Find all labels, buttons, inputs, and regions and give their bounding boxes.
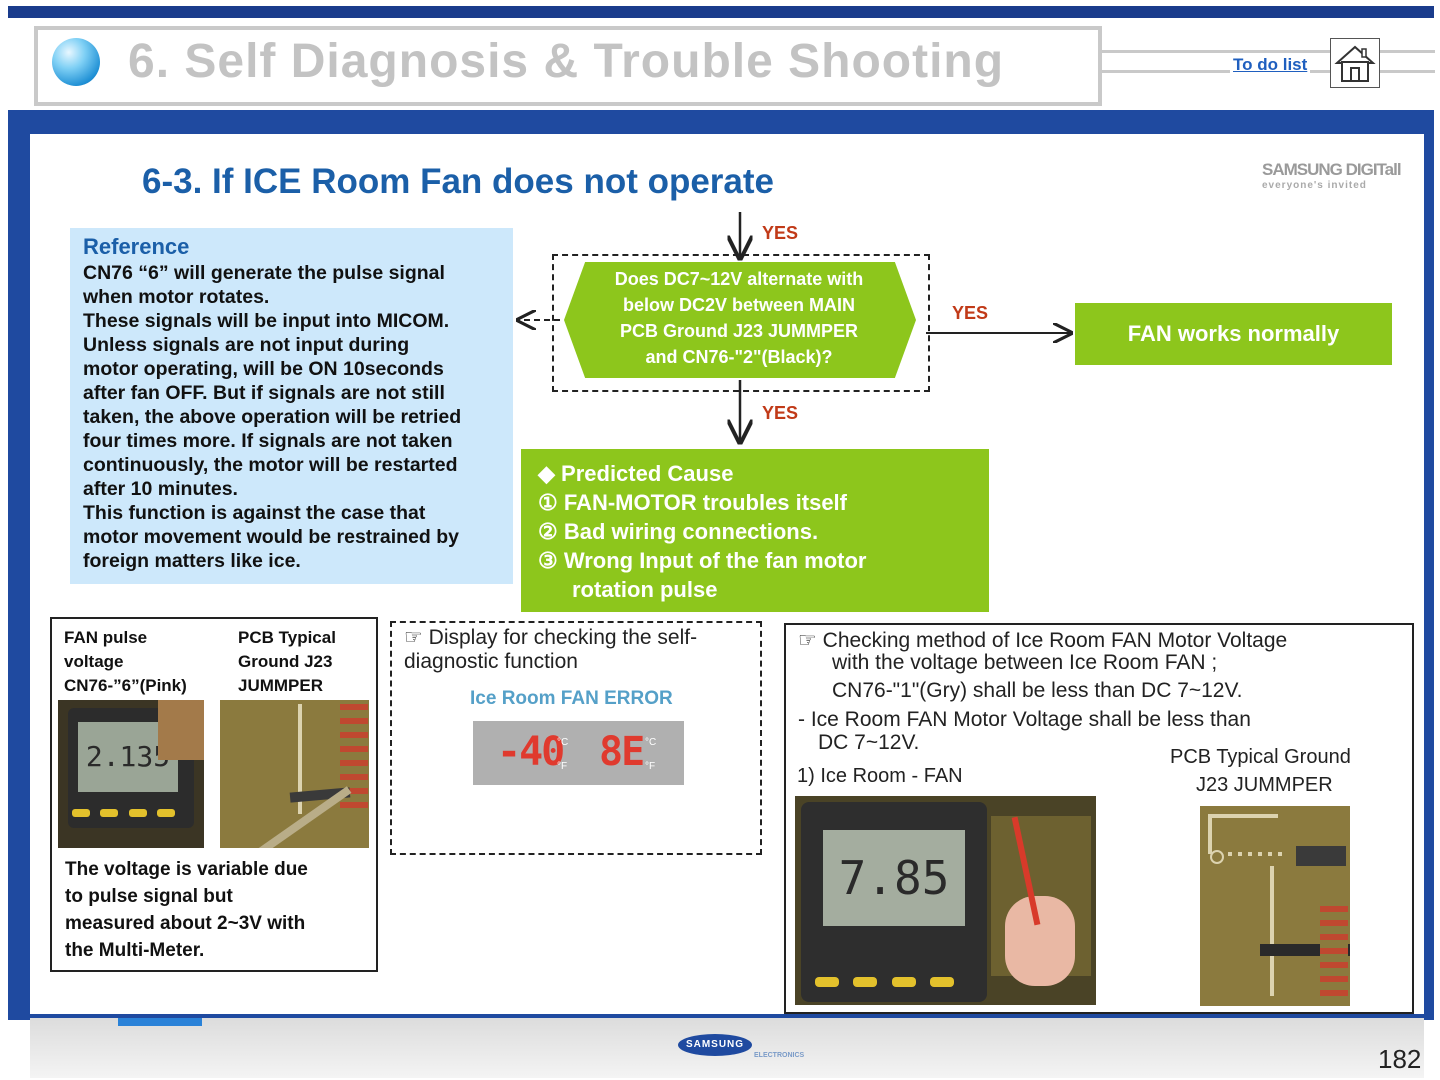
predicted-item: ① FAN-MOTOR troubles itself bbox=[538, 490, 847, 515]
section-title: 6-3. If ICE Room Fan does not operate bbox=[142, 162, 775, 201]
error-label: Ice Room FAN ERROR bbox=[470, 688, 673, 709]
samsung-logo: SAMSUNG bbox=[678, 1034, 752, 1056]
check-line: CN76-"1"(Gry) shall be less than DC 7~12… bbox=[832, 679, 1243, 702]
home-button[interactable] bbox=[1330, 38, 1380, 88]
predicted-cause-box bbox=[521, 449, 989, 612]
reference-line: after fan OFF. But if signals are not st… bbox=[83, 382, 445, 404]
fan-normal-box: FAN works normally bbox=[1075, 303, 1392, 365]
reference-line: taken, the above operation will be retri… bbox=[83, 406, 462, 428]
yes-label-right: YES bbox=[952, 303, 989, 323]
pcb-photo bbox=[220, 700, 369, 848]
pulse-heading-line: voltage bbox=[64, 652, 124, 671]
pulse-note: The voltage is variable due to pulse sig… bbox=[65, 856, 308, 964]
reference-line: motor operating, will be ON 10seconds bbox=[83, 358, 444, 380]
reference-line: continuously, the motor will be restarte… bbox=[83, 454, 458, 476]
reference-text: CN76 “6” will generate the pulse signal … bbox=[83, 261, 515, 573]
lcd-unit-f: °F bbox=[645, 761, 656, 772]
check-line: with the voltage between Ice Room FAN ; bbox=[832, 651, 1218, 674]
globe-icon bbox=[52, 38, 100, 86]
reference-heading: Reference bbox=[83, 234, 190, 259]
check-line: DC 7~12V. bbox=[818, 731, 920, 754]
lcd-left-digits: -40 bbox=[497, 729, 565, 775]
pulse-note-line: to pulse signal but bbox=[65, 886, 233, 907]
decision-line: Does DC7~12V alternate with bbox=[614, 269, 864, 289]
brand-logo: SAMSUNG DIGITall bbox=[1262, 160, 1402, 179]
reference-box bbox=[70, 228, 513, 584]
reference-line: These signals will be input into MICOM. bbox=[83, 310, 450, 332]
pcb-heading-line: JUMMPER bbox=[238, 676, 324, 695]
title-frame bbox=[34, 26, 1102, 106]
page-title: 6. Self Diagnosis & Trouble Shooting bbox=[128, 35, 1005, 88]
yes-label-top: YES bbox=[762, 223, 799, 243]
display-check-line: ☞ Display for checking the self- bbox=[404, 626, 698, 649]
lcd-right-digits: 8E bbox=[599, 729, 645, 775]
predicted-heading: ◆ Predicted Cause bbox=[538, 461, 734, 486]
decision-line: below DC2V between MAIN bbox=[622, 295, 856, 315]
todo-list-link[interactable]: To do list bbox=[1230, 55, 1311, 75]
header-top-band bbox=[8, 6, 1434, 18]
reference-line: This function is against the case that bbox=[83, 502, 426, 524]
decision-node bbox=[564, 262, 916, 378]
predicted-item: ② Bad wiring connections. bbox=[538, 519, 819, 544]
error-display-panel: -40 °C °F 8E °C °F bbox=[473, 721, 684, 785]
display-check-line: diagnostic function bbox=[404, 650, 578, 673]
reference-line: when motor rotates. bbox=[83, 286, 270, 308]
check-line: - Ice Room FAN Motor Voltage shall be le… bbox=[798, 708, 1251, 731]
pcb-photo-label: J23 JUMMPER bbox=[1196, 774, 1333, 796]
meter-display: 7.85 bbox=[823, 830, 965, 926]
pcb-ground-heading: PCB Typical Ground J23 JUMMPER bbox=[238, 626, 336, 698]
pulse-heading-line: CN76-”6”(Pink) bbox=[64, 676, 187, 695]
display-check-text: ☞ Display for checking the self- diagnos… bbox=[404, 626, 697, 674]
yes-label-bottom: YES bbox=[762, 403, 799, 423]
page-number: 182 bbox=[1378, 1044, 1422, 1074]
meter-buttons bbox=[815, 974, 985, 987]
predicted-item: ③ Wrong Input of the fan motor bbox=[538, 548, 867, 573]
ice-fan-meter-photo: 7.85 bbox=[795, 796, 1096, 1005]
lcd-unit-c: °C bbox=[645, 737, 657, 748]
reference-line: foreign matters like ice. bbox=[83, 550, 301, 572]
decision-frame bbox=[552, 254, 930, 392]
reference-line: CN76 “6” will generate the pulse signal bbox=[83, 262, 445, 284]
reference-line: motor movement would be restrained by bbox=[83, 526, 459, 548]
decision-question: Does DC7~12V alternate with below DC2V b… bbox=[590, 266, 888, 370]
meter-buttons bbox=[72, 804, 190, 817]
lcd-unit-f: °F bbox=[557, 761, 568, 772]
decision-line: PCB Ground J23 JUMMPER bbox=[619, 321, 859, 341]
home-icon bbox=[1334, 45, 1376, 82]
samsung-logo-sub: ELECTRONICS bbox=[754, 1052, 805, 1059]
footer-accent bbox=[118, 1018, 202, 1026]
pulse-note-line: The voltage is variable due bbox=[65, 859, 308, 880]
pulse-note-line: measured about 2~3V with bbox=[65, 913, 306, 934]
header-rule bbox=[1090, 50, 1435, 53]
predicted-item-cont: rotation pulse bbox=[572, 577, 718, 602]
pulse-heading: FAN pulse voltage CN76-”6”(Pink) bbox=[64, 626, 187, 698]
pulse-note-line: the Multi-Meter. bbox=[65, 940, 205, 961]
pcb-photo-label: PCB Typical Ground bbox=[1170, 746, 1351, 768]
pcb-jummper-photo bbox=[1200, 806, 1350, 1006]
lcd-unit-c: °C bbox=[557, 737, 569, 748]
pcb-heading-line: Ground J23 bbox=[238, 652, 333, 671]
reference-line: four times more. If signals are not take… bbox=[83, 430, 453, 452]
reference-line: Unless signals are not input during bbox=[83, 334, 410, 356]
multimeter-photo: 2.135 bbox=[58, 700, 204, 848]
decision-line: and CN76-"2"(Black)? bbox=[645, 347, 833, 367]
pulse-heading-line: FAN pulse bbox=[64, 628, 148, 647]
brand-tagline: everyone's invited bbox=[1262, 180, 1367, 191]
check-line: ☞ Checking method of Ice Room FAN Motor … bbox=[798, 629, 1288, 652]
pcb-heading-line: PCB Typical bbox=[238, 628, 336, 647]
fan-photo-label: 1) Ice Room - FAN bbox=[797, 765, 963, 787]
reference-line: after 10 minutes. bbox=[83, 478, 238, 500]
